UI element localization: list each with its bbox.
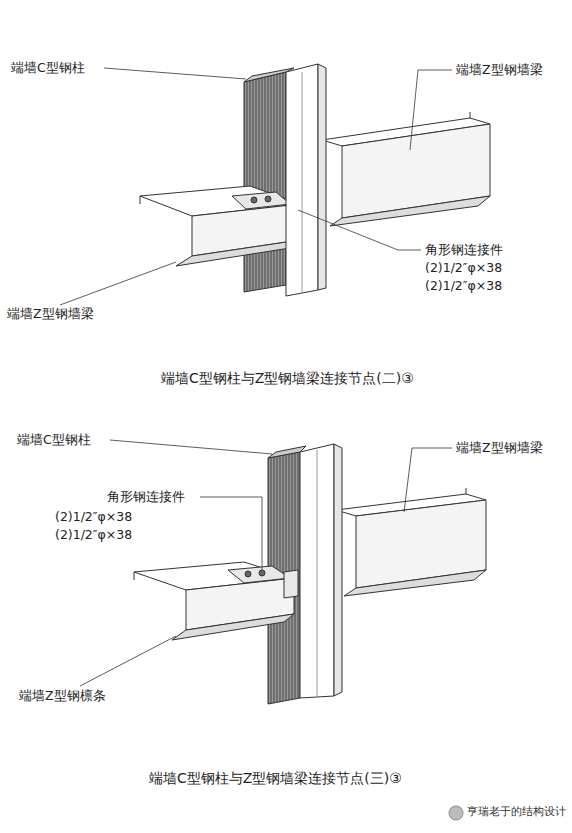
leader-line	[104, 68, 246, 79]
column-edge	[302, 72, 303, 292]
leader-line	[298, 210, 421, 250]
caption-text: 端墙C型钢柱与Z型钢墙梁连接节点(三)③	[148, 770, 403, 787]
angle-connector-leg	[284, 570, 298, 598]
part-label: 端墙Z型钢檩条	[18, 688, 107, 703]
caption-text: 端墙C型钢柱与Z型钢墙梁连接节点(二)③	[160, 370, 415, 387]
right-beam-bottom-flange	[330, 196, 490, 226]
angle-connector	[228, 566, 290, 583]
right-beam-lip	[470, 112, 471, 118]
left-beam-bottom-flange	[176, 240, 300, 266]
part-label: 端墙Z型钢墙梁	[455, 440, 544, 455]
part-label: 端墙Z型钢墙梁	[455, 62, 544, 77]
part-label: 端墙C型钢柱	[16, 432, 92, 447]
part-label: 端墙Z型钢墙梁	[6, 306, 95, 321]
bolt	[259, 570, 265, 576]
leader-lines	[60, 68, 452, 686]
column-flange	[300, 444, 334, 698]
left-beam-bottom-flange	[172, 614, 294, 640]
column-lip	[318, 64, 326, 290]
bolt	[265, 196, 271, 202]
bolt-spec: (2)1/2″φ×38	[424, 260, 503, 275]
left-beam-lip	[140, 196, 141, 204]
part-label: 端墙C型钢柱	[10, 60, 86, 75]
column-flange	[286, 64, 318, 296]
watermark: 亨瑞老于的结构设计	[466, 805, 567, 818]
lower-node	[134, 444, 486, 704]
leader-line	[60, 262, 176, 305]
angle-connector	[232, 192, 290, 209]
leader-line	[404, 448, 452, 512]
bolt	[245, 571, 251, 577]
watermark-icon	[449, 806, 463, 820]
bolt-spec: (2)1/2″φ×38	[54, 509, 133, 524]
bolt-spec: (2)1/2″φ×38	[424, 278, 503, 293]
leader-line	[200, 497, 262, 570]
right-beam-lip	[466, 488, 467, 494]
left-beam-lip	[134, 572, 135, 580]
column-lip	[334, 444, 342, 696]
part-label: 角形钢连接件	[424, 242, 504, 257]
part-label: 角形钢连接件	[106, 489, 186, 504]
leader-line	[410, 70, 452, 150]
bolt	[251, 197, 257, 203]
leader-line	[110, 440, 272, 454]
column-edge	[317, 450, 318, 696]
leader-line	[80, 636, 176, 686]
right-beam-bottom-flange	[344, 570, 486, 596]
bolt-spec: (2)1/2″φ×38	[54, 527, 133, 542]
column-web	[244, 72, 286, 292]
